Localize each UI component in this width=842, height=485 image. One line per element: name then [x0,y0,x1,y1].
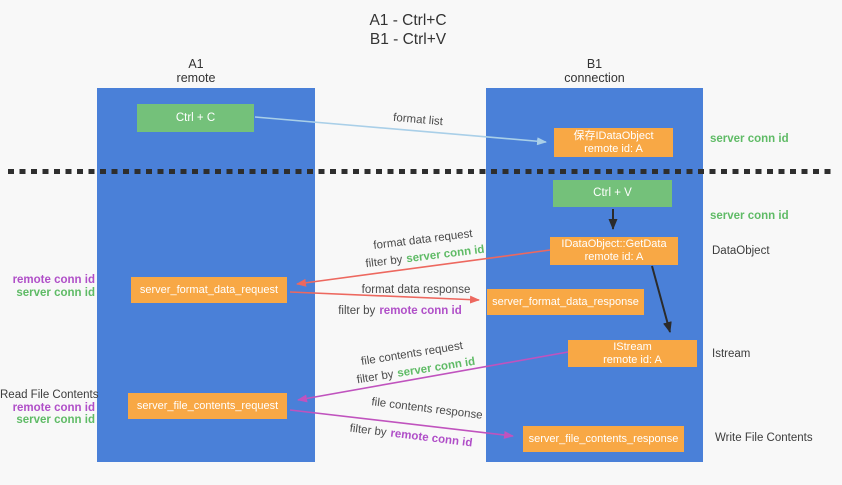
diagram-title: A1 - Ctrl+C B1 - Ctrl+V [0,11,816,49]
write-file-contents-label: Write File Contents [715,432,813,444]
remote-conn-id-left-1: remote conn id [12,274,95,286]
server-conn-id-left-2: server conn id [16,414,95,426]
save-idataobject-node: 保存IDataObject remote id: A [554,128,673,157]
getdata-line1: IDataObject::GetData [561,238,667,250]
file-contents-response-label: file contents response [370,396,484,422]
ctrl-c-label: Ctrl + C [175,111,216,124]
istream-line2: remote id: A [603,353,662,366]
getdata-label: IDataObject::GetData remote id: A [561,238,666,264]
ctrl-v-node: Ctrl + V [553,180,672,207]
lifeline-right-subtitle: connection [564,70,625,85]
server-format-data-request-label: server_format_data_request [139,283,279,296]
dashed-separator [8,169,836,174]
server-file-contents-request-node: server_file_contents_request [128,393,287,419]
ctrl-v-label: Ctrl + V [593,187,632,199]
server-file-contents-response-label: server_file_contents_response [528,432,679,445]
lifeline-left-title: A1 [188,57,204,71]
getdata-line2: remote id: A [584,251,644,263]
lifeline-right-header: B1 connection [486,57,703,85]
format-data-response-label: format data response [361,284,471,296]
istream-node-label: IStream remote id: A [603,341,662,367]
getdata-node: IDataObject::GetData remote id: A [550,237,678,265]
title-line-2: B1 - Ctrl+V [369,31,447,48]
remote-conn-id-text: remote conn id [389,427,474,450]
filter-by-remote-conn-id-label-2: filter by remote conn id [349,423,473,450]
remote-conn-id-text: remote conn id [379,305,462,317]
left-conn-id-block-1: remote conn id server conn id [0,274,95,299]
server-conn-id-right-2: server conn id [710,210,789,222]
server-file-contents-request-label: server_file_contents_request [136,399,279,412]
left-conn-id-block-2: Read File Contents remote conn id server… [0,389,99,427]
filter-by-text: filter by [355,368,395,387]
lifeline-left-header: A1 remote [87,57,305,85]
remote-conn-id-left-2: remote conn id [12,401,95,414]
title-line-1: A1 - Ctrl+C [369,12,447,29]
read-file-contents-label: Read File Contents [0,389,99,401]
ctrl-c-node: Ctrl + C [137,104,254,132]
filter-by-text: filter by [338,305,376,317]
filter-by-text: filter by [348,422,388,439]
dataobject-label: DataObject [712,245,770,257]
server-conn-id-text: server conn id [405,243,486,266]
server-format-data-response-node: server_format_data_response [487,289,644,315]
filter-by-text: filter by [364,253,404,271]
istream-line1: IStream [613,340,652,353]
save-idataobject-line1: 保存IDataObject [573,129,654,142]
istream-side-label: Istream [712,348,751,360]
server-format-data-response-label: server_format_data_response [492,295,639,308]
istream-node: IStream remote id: A [568,340,697,367]
save-idataobject-line2: remote id: A [584,142,643,155]
server-conn-id-left-1: server conn id [16,286,95,299]
save-idataobject-label: 保存IDataObject remote id: A [573,130,653,156]
server-format-data-request-node: server_format_data_request [131,277,287,303]
server-conn-id-right-1: server conn id [710,133,789,145]
lifeline-left-subtitle: remote [176,70,216,85]
server-file-contents-response-node: server_file_contents_response [523,426,684,452]
filter-by-remote-conn-id-label-1: filter by remote conn id [338,305,462,317]
lifeline-right-title: B1 [586,57,603,71]
format-list-label: format list [392,111,444,129]
